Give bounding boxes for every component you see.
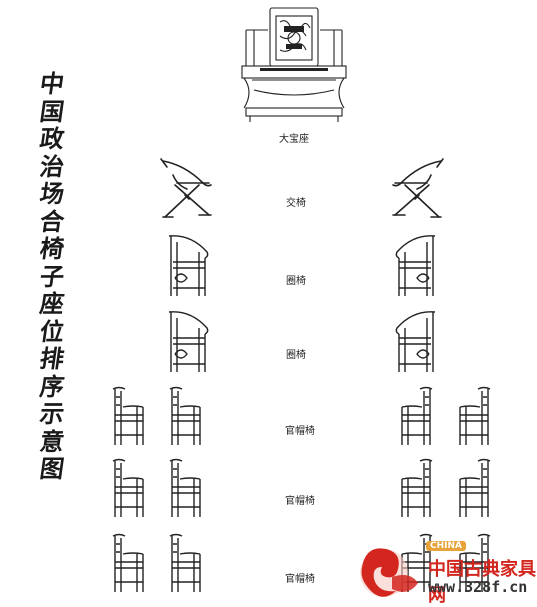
official-hat-chair	[398, 385, 434, 447]
throne-illustration	[240, 6, 348, 124]
title-char: 场	[37, 179, 67, 208]
title-char: 中	[37, 69, 67, 98]
title-char: 政	[37, 124, 67, 153]
official-hat-chair	[168, 532, 204, 594]
official-hat-chair	[168, 385, 204, 447]
label-official-chair-1: 官帽椅	[285, 426, 315, 437]
title-char: 椅	[37, 234, 67, 263]
title-char: 图	[37, 454, 67, 483]
round-chair-left-2	[163, 308, 211, 374]
round-chair-left-1	[163, 232, 211, 298]
label-round-chair-1: 圈椅	[286, 276, 306, 287]
folding-chair-right	[389, 155, 449, 221]
label-official-chair-2: 官帽椅	[285, 496, 315, 507]
label-official-chair-3: 官帽椅	[285, 574, 315, 585]
title-char: 国	[37, 96, 67, 126]
label-round-chair-2: 圈椅	[286, 350, 306, 361]
official-hat-chair	[456, 457, 492, 519]
official-hat-chair	[111, 457, 147, 519]
official-hat-chair	[168, 457, 204, 519]
title-char: 合	[37, 206, 67, 236]
round-chair-right-1	[393, 232, 441, 298]
folding-chair-left	[155, 155, 215, 221]
title-char: 示	[37, 399, 67, 428]
title-char: 座	[37, 289, 67, 318]
label-folding-chair: 交椅	[286, 198, 306, 209]
official-hat-chair	[111, 385, 147, 447]
title-char: 子	[37, 261, 67, 291]
official-hat-chair	[111, 532, 147, 594]
title-char: 排	[37, 344, 67, 373]
watermark-url: www.328f.cn	[428, 578, 528, 596]
label-throne: 大宝座	[279, 134, 309, 145]
title-char: 序	[37, 371, 67, 401]
official-hat-chair	[456, 385, 492, 447]
official-hat-chair	[398, 457, 434, 519]
round-chair-right-2	[393, 308, 441, 374]
title-char: 治	[37, 151, 67, 181]
vertical-title: 中国政治场合椅子座位排序示意图	[37, 69, 67, 483]
site-watermark: CHINA 中国古典家具网 www.328f.cn	[348, 533, 537, 606]
title-char: 位	[37, 316, 67, 346]
seal-logo-icon	[360, 548, 418, 597]
official-hat-chair	[456, 532, 492, 594]
watermark-badge: CHINA	[426, 541, 466, 551]
title-char: 意	[37, 426, 67, 456]
